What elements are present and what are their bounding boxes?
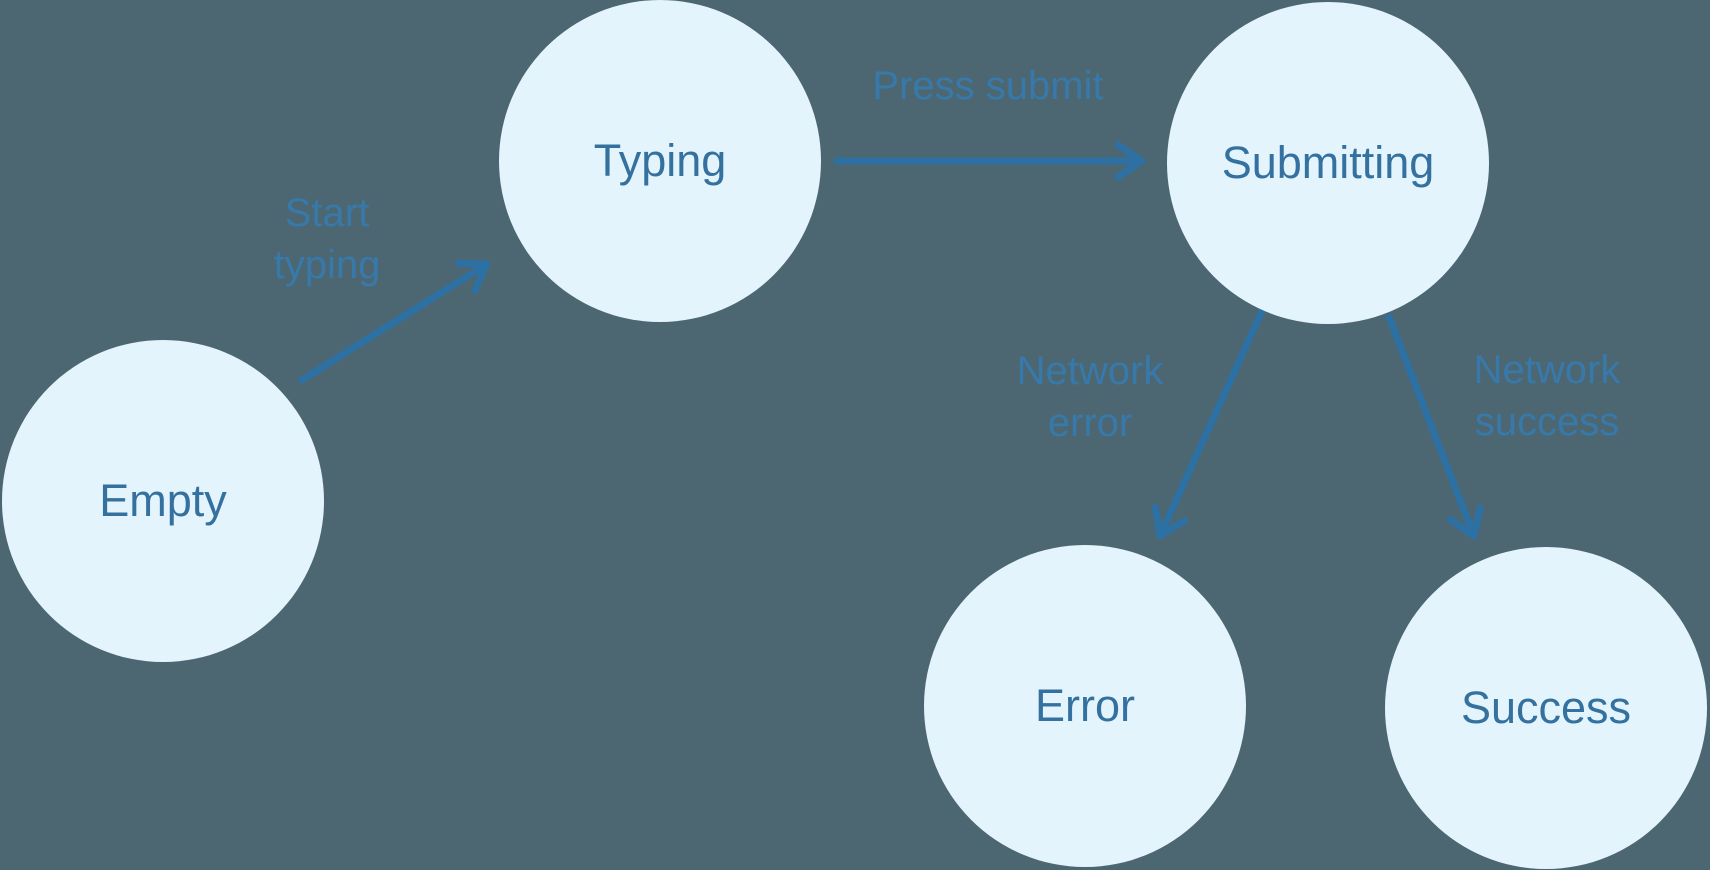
state-node-error: Error xyxy=(924,545,1246,867)
arrow-empty-to-typing xyxy=(298,259,491,384)
edge-label-start-typing: Start typing xyxy=(273,191,381,287)
state-node-submitting: Submitting xyxy=(1167,2,1489,324)
arrow-submitting-to-success xyxy=(1385,313,1484,540)
edge-label-network-success: Network success xyxy=(1473,348,1621,444)
state-node-empty: Empty xyxy=(2,340,324,662)
state-node-typing: Typing xyxy=(499,0,821,322)
edge-label-network-error: Network error xyxy=(1016,349,1164,445)
state-node-submitting-label: Submitting xyxy=(1221,137,1435,189)
edge-label-press-submit: Press submit xyxy=(872,64,1104,108)
state-node-success-label: Success xyxy=(1460,682,1632,734)
state-node-typing-label: Typing xyxy=(593,135,727,187)
state-node-success: Success xyxy=(1385,547,1707,869)
state-node-error-label: Error xyxy=(1035,680,1135,732)
state-node-empty-label: Empty xyxy=(99,475,227,527)
arrow-submitting-to-error xyxy=(1151,307,1266,540)
